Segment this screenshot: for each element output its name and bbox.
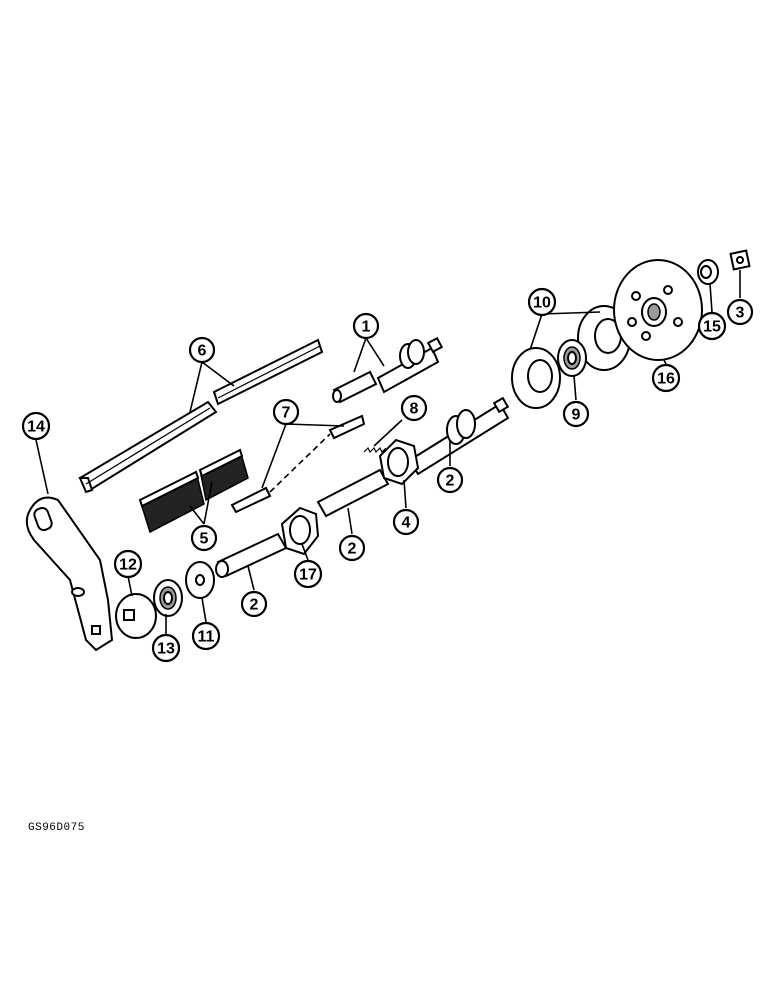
svg-text:6: 6 (198, 343, 207, 360)
callout-15: 15 (697, 311, 727, 341)
part-1-shaft-ends (332, 336, 444, 404)
svg-text:15: 15 (703, 319, 721, 336)
svg-text:2: 2 (446, 473, 455, 490)
svg-text:2: 2 (348, 541, 357, 558)
svg-text:13: 13 (157, 641, 175, 658)
svg-text:2: 2 (250, 597, 259, 614)
svg-text:7: 7 (282, 405, 291, 422)
leader-lines (35, 270, 741, 634)
svg-text:5: 5 (200, 531, 209, 548)
callout-2-middle: 2 (338, 534, 366, 562)
part-9-bearing (557, 339, 587, 377)
callout-11: 11 (191, 621, 221, 651)
part-4-hex-hub (378, 438, 420, 486)
callout-7: 7 (272, 398, 300, 426)
svg-text:10: 10 (533, 295, 551, 312)
callout-12: 12 (113, 549, 143, 579)
callout-2-right: 2 (436, 466, 464, 494)
part-16-disc (613, 259, 703, 361)
figure-code-label: GS96D075 (28, 822, 85, 834)
part-7-slats (230, 414, 366, 514)
callout-16: 16 (651, 363, 681, 393)
callout-17: 17 (293, 559, 323, 589)
part-8-spring-pin (363, 446, 387, 454)
callout-9: 9 (562, 400, 590, 428)
svg-text:12: 12 (119, 557, 137, 574)
part-13-bearing (153, 579, 183, 617)
callout-4: 4 (392, 508, 420, 536)
svg-text:17: 17 (299, 567, 317, 584)
callout-10: 10 (527, 287, 557, 317)
callout-3: 3 (726, 298, 754, 326)
part-11-washer (185, 561, 215, 599)
svg-text:8: 8 (410, 401, 419, 418)
part-2-shaft-sections (215, 396, 510, 578)
part-12-cap (115, 593, 157, 639)
callout-2-left: 2 (240, 590, 268, 618)
callouts: 1 2 2 2 3 4 5 6 (21, 287, 754, 663)
part-14-bracket (25, 496, 114, 652)
svg-text:3: 3 (736, 305, 745, 322)
part-17-hex-hub (280, 506, 320, 556)
svg-text:1: 1 (362, 319, 371, 336)
part-6-scraper-strips (78, 338, 324, 494)
part-5-brush-blocks (138, 448, 249, 534)
callout-1: 1 (352, 312, 380, 340)
svg-text:14: 14 (27, 419, 45, 436)
svg-text:11: 11 (198, 629, 215, 646)
svg-text:16: 16 (657, 371, 675, 388)
svg-text:4: 4 (402, 515, 411, 532)
callout-14: 14 (21, 411, 51, 441)
callout-6: 6 (188, 336, 216, 364)
part-15-bushing (697, 259, 719, 285)
callout-8: 8 (400, 394, 428, 422)
part-3-square-nut (729, 249, 751, 271)
callout-13: 13 (151, 633, 181, 663)
svg-text:9: 9 (572, 407, 581, 424)
callout-5: 5 (190, 524, 218, 552)
